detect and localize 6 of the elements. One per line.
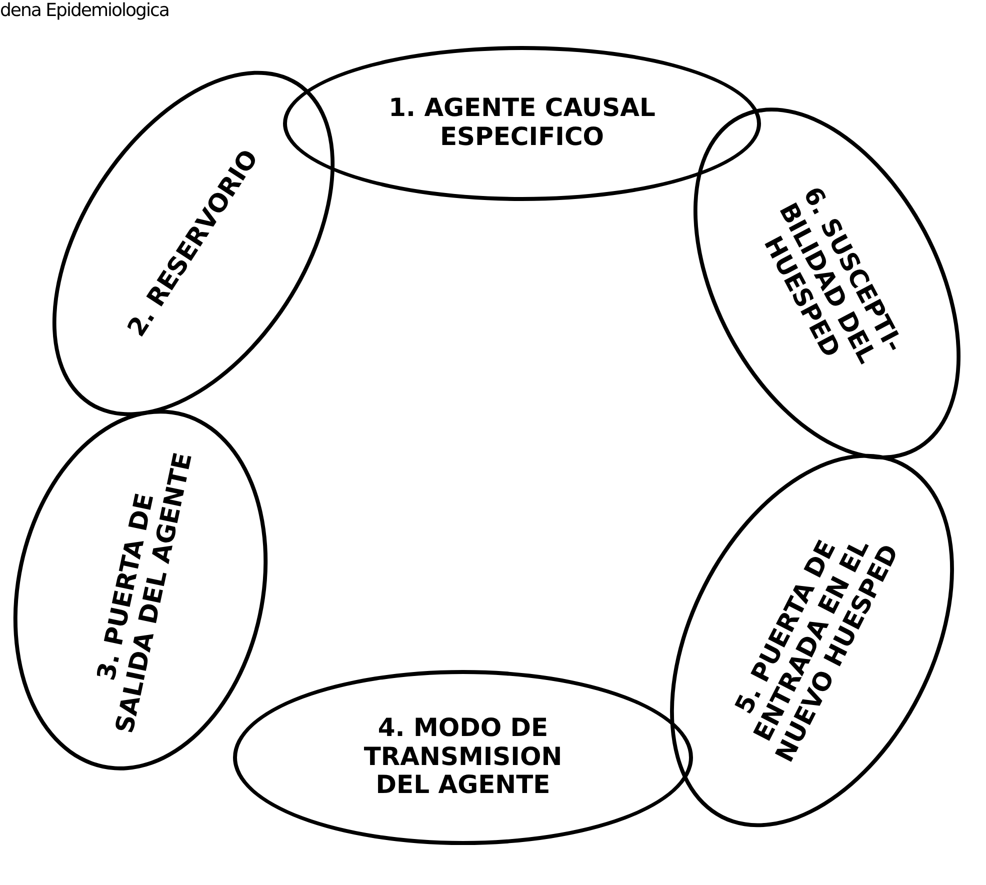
node-label: 4. MODO DE TRANSMISION DEL AGENTE: [362, 714, 564, 800]
ellipse: [283, 46, 761, 200]
node-label: 3. PUERTA DE SALIDA DEL AGENTE: [90, 449, 198, 738]
ellipse: [233, 670, 693, 844]
node-label: 1. AGENTE CAUSAL ESPECIFICO: [388, 94, 656, 152]
diagram-title: dena Epidemiologica: [0, 0, 169, 21]
